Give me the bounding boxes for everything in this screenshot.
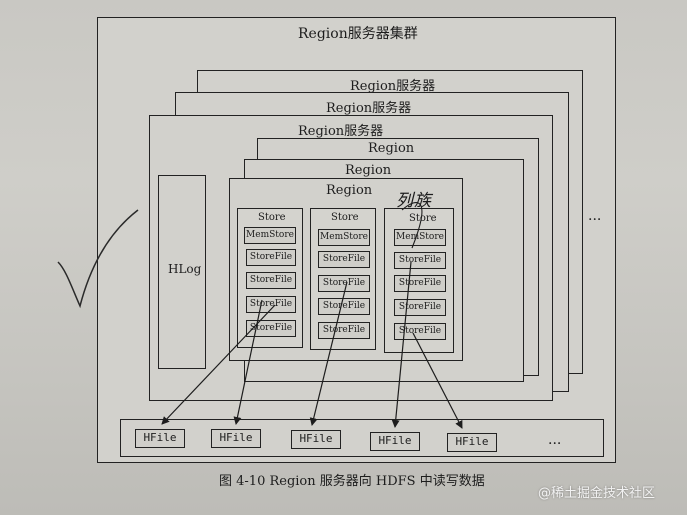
storefile-1-2: StoreFile — [246, 272, 296, 289]
cluster-title: Region服务器集群 — [298, 26, 418, 42]
hlog-label: HLog — [168, 262, 202, 276]
region-server-title-2: Region服务器 — [326, 101, 412, 116]
storefile-2-2: StoreFile — [318, 275, 370, 292]
hdfs-hfile-bar — [120, 419, 604, 457]
figure-caption: 图 4-10 Region 服务器向 HDFS 中读写数据 — [219, 474, 485, 489]
hfile-3: HFile — [291, 430, 341, 449]
store-title-1: Store — [258, 212, 286, 223]
arrow-annotation-hook — [401, 202, 423, 249]
hfile-5: HFile — [447, 433, 497, 452]
region-title-1: Region — [368, 141, 415, 156]
hfile-ellipsis: ... — [548, 432, 562, 448]
storefile-2-3: StoreFile — [318, 298, 370, 315]
handwritten-note: 列族 — [396, 191, 432, 211]
storefile-1-3: StoreFile — [246, 296, 296, 313]
arrow-storefile-1-to-hfile-1 — [161, 304, 276, 425]
more-servers-ellipsis: ... — [588, 208, 602, 224]
hfile-2: HFile — [211, 429, 261, 448]
memstore-2: MemStore — [318, 229, 370, 246]
store-title-2: Store — [331, 212, 359, 223]
arrow-storefile-2-to-hfile-3 — [309, 281, 348, 426]
hfile-1: HFile — [135, 429, 185, 448]
hfile-4: HFile — [370, 432, 420, 451]
hlog-box: HLog — [158, 175, 206, 369]
storefile-3-2: StoreFile — [394, 275, 446, 292]
arrow-storefile-3-to-hfile-4 — [391, 261, 412, 428]
storefile-3-4: StoreFile — [394, 323, 446, 340]
region-title-3: Region — [326, 183, 373, 198]
storefile-1-4: StoreFile — [246, 320, 296, 337]
storefile-2-4: StoreFile — [318, 322, 370, 339]
watermark-text: @稀土掘金技术社区 — [538, 486, 656, 501]
store-title-3: Store — [409, 213, 437, 224]
storefile-1-1: StoreFile — [246, 249, 296, 266]
region-server-title-3: Region服务器 — [298, 124, 384, 139]
storefile-2-1: StoreFile — [318, 251, 370, 268]
memstore-1: MemStore — [244, 227, 296, 244]
storefile-3-1: StoreFile — [394, 252, 446, 269]
region-server-title-1: Region服务器 — [350, 79, 436, 94]
arrow-storefile-1-to-hfile-2 — [233, 299, 263, 425]
region-title-2: Region — [345, 163, 392, 178]
handwritten-check-mark — [57, 209, 139, 309]
memstore-3: MemStore — [394, 229, 446, 246]
arrow-storefile-3-to-hfile-5 — [412, 332, 463, 429]
